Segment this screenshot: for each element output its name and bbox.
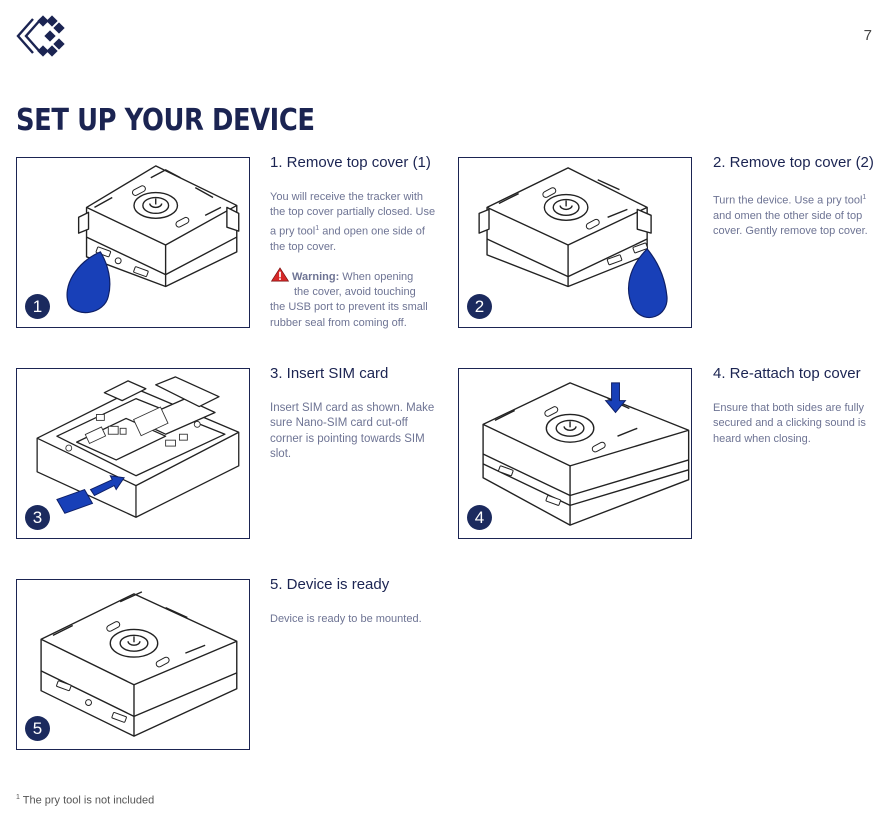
- step-title: 1. Remove top cover (1): [270, 154, 431, 171]
- step-5-text: 5. Device is ready Device is ready to be…: [270, 576, 440, 627]
- warning-triangle-icon: [270, 267, 290, 282]
- step-4-text: 4. Re-attach top cover Ensure that both …: [713, 365, 883, 447]
- step-1-text: 1. Remove top cover (1) You will receive…: [270, 154, 440, 331]
- step-5-illustration: 5: [16, 579, 250, 750]
- step-description: Ensure that both sides are fully secured…: [713, 402, 866, 445]
- step-3-text: 3. Insert SIM card Insert SIM card as sh…: [270, 365, 440, 462]
- pry-tool-icon: [66, 251, 111, 314]
- step-title: 3. Insert SIM card: [270, 365, 389, 382]
- insert-arrow-icon: [89, 475, 125, 497]
- device-reattach-cover-illustration: [482, 382, 690, 526]
- sim-card-icon: [56, 488, 94, 514]
- step-2-illustration: 2: [458, 157, 692, 328]
- step-description: Turn the device. Use a pry tool1 and ome…: [713, 194, 868, 238]
- step-badge: 2: [467, 294, 492, 319]
- down-arrow-icon: [604, 382, 627, 414]
- step-badge: 1: [25, 294, 50, 319]
- warning-note: Warning: When opening the cover, avoid t…: [270, 267, 440, 331]
- step-2-text: 2. Remove top cover (2) Turn the device.…: [713, 154, 883, 240]
- page-number: 7: [863, 27, 872, 44]
- step-4-illustration: 4: [458, 368, 692, 539]
- step-description: Insert SIM card as shown. Make sure Nano…: [270, 402, 435, 460]
- step-title: 2. Remove top cover (2): [713, 154, 874, 171]
- step-badge: 5: [25, 716, 50, 741]
- open-device-sim-insert-illustration: [36, 376, 240, 518]
- device-with-pry-tool-illustration: [66, 165, 240, 314]
- footnote: 1 The pry tool is not included: [16, 794, 155, 807]
- step-title: 5. Device is ready: [270, 576, 390, 593]
- step-title: 4. Re-attach top cover: [713, 365, 861, 382]
- assembled-device-illustration: [40, 591, 238, 737]
- page-title: SET UP YOUR DEVICE: [16, 103, 315, 138]
- step-3-illustration: 3: [16, 368, 250, 539]
- pry-tool-icon: [627, 248, 668, 319]
- step-badge: 4: [467, 505, 492, 530]
- step-description: Device is ready to be mounted.: [270, 613, 422, 625]
- brand-logo: [16, 15, 65, 57]
- step-description: You will receive the tracker with the to…: [270, 191, 436, 253]
- step-1-illustration: 1: [16, 157, 250, 328]
- device-with-pry-tool-illustration: [478, 167, 668, 319]
- step-badge: 3: [25, 505, 50, 530]
